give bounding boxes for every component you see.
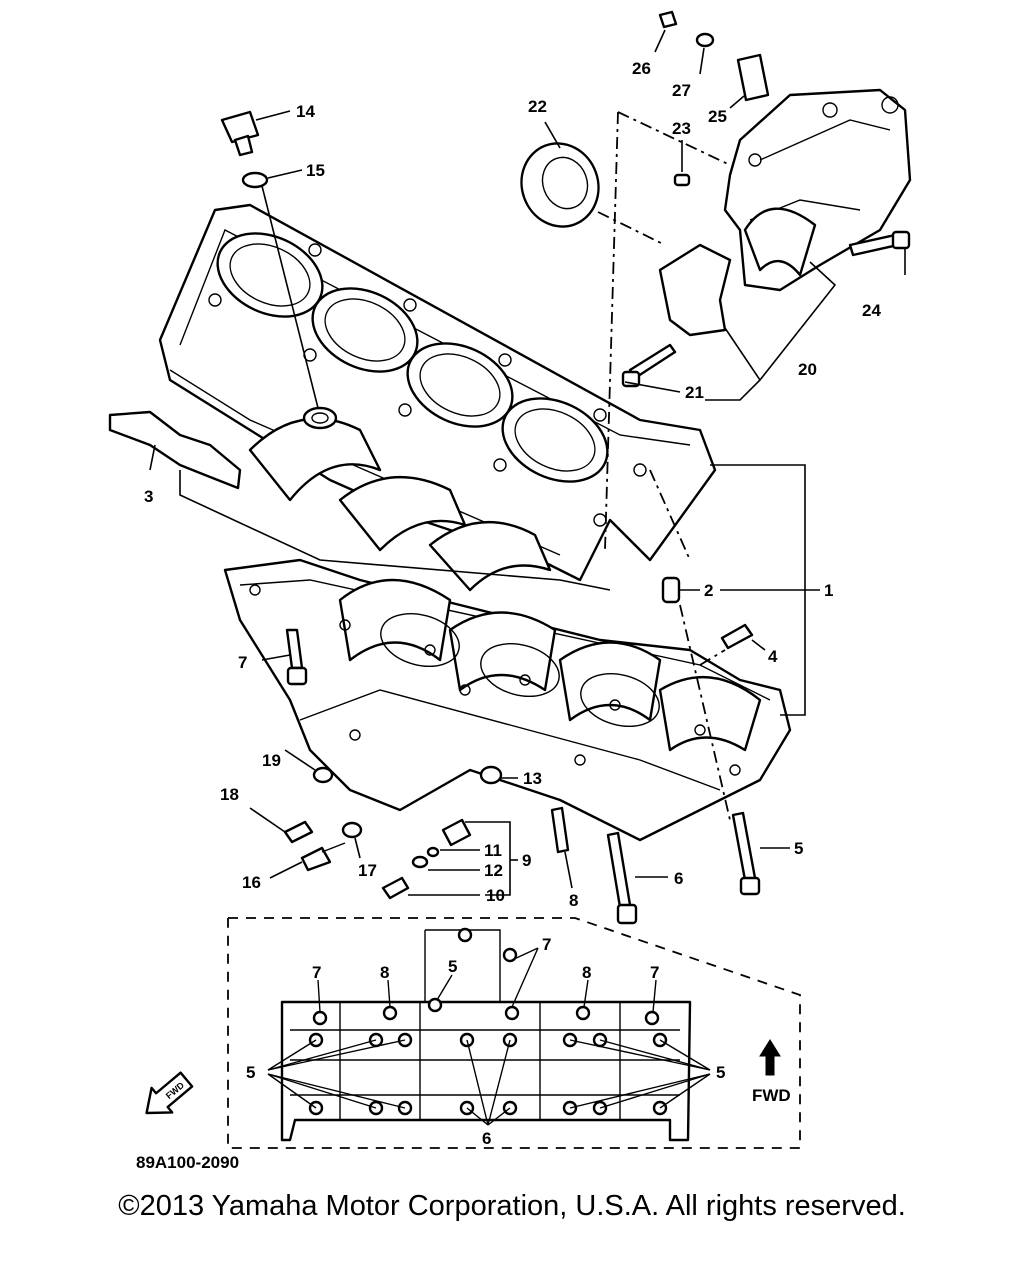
leader-lines [149, 29, 906, 896]
inset-label-7-left: 7 [312, 963, 321, 982]
callout-26: 26 [632, 59, 651, 78]
small-parts [220, 10, 911, 925]
callout-6: 6 [674, 869, 683, 888]
copyright-notice: ©2013 Yamaha Motor Corporation, U.S.A. A… [118, 1190, 906, 1222]
callout-20: 20 [798, 360, 817, 379]
crankcase-end-cover [723, 88, 912, 292]
bearing-cap-20 [658, 243, 732, 337]
inset-label-7-top: 7 [542, 935, 551, 954]
callout-8: 8 [569, 891, 578, 910]
upper-crankcase [158, 203, 717, 592]
callout-1: 1 [824, 581, 833, 600]
callout-17: 17 [358, 861, 377, 880]
callout-9: 9 [522, 851, 531, 870]
callout-14: 14 [296, 102, 315, 121]
callout-4: 4 [768, 647, 778, 666]
callout-3: 3 [144, 487, 153, 506]
callout-11: 11 [484, 841, 502, 860]
callout-7: 7 [238, 653, 247, 672]
callout-5: 5 [794, 839, 803, 858]
callout-22: 22 [528, 97, 547, 116]
callout-21: 21 [685, 383, 704, 402]
callout-2: 2 [704, 581, 713, 600]
crankcase-seal-3 [108, 410, 242, 490]
callout-15: 15 [306, 161, 325, 180]
inset-label-8-right: 8 [582, 963, 591, 982]
inset-label-6: 6 [482, 1129, 491, 1148]
bolt-pattern-inset: 7 8 5 7 8 7 5 5 6 FWD FWD [145, 917, 801, 1149]
inset-label-8-left: 8 [380, 963, 389, 982]
fwd-arrow-right-icon [759, 1039, 781, 1076]
fwd-label-right: FWD [752, 1086, 791, 1105]
callout-18: 18 [220, 785, 239, 804]
callout-16: 16 [242, 873, 261, 892]
fwd-arrow-left-icon: FWD [145, 1071, 194, 1115]
inset-label-5-right: 5 [716, 1063, 725, 1082]
lower-crankcase [223, 558, 792, 842]
inset-label-5-left: 5 [246, 1063, 255, 1082]
crankcase-diagram-svg: 14 15 3 2 1 4 7 5 6 8 13 19 18 16 17 9 1… [108, 10, 912, 1172]
callout-19: 19 [262, 751, 281, 770]
oil-seal-22 [520, 142, 600, 228]
callout-23: 23 [672, 119, 691, 138]
drawing-code: 89A100-2090 [136, 1153, 239, 1172]
callout-10: 10 [486, 886, 505, 905]
callout-24: 24 [862, 301, 881, 320]
inset-label-5-top: 5 [448, 957, 457, 976]
callout-numbers: 14 15 3 2 1 4 7 5 6 8 13 19 18 16 17 9 1… [144, 59, 881, 910]
inset-label-7-right: 7 [650, 963, 659, 982]
callout-13: 13 [523, 769, 542, 788]
callout-12: 12 [484, 861, 503, 880]
callout-25: 25 [708, 107, 727, 126]
callout-27: 27 [672, 81, 691, 100]
